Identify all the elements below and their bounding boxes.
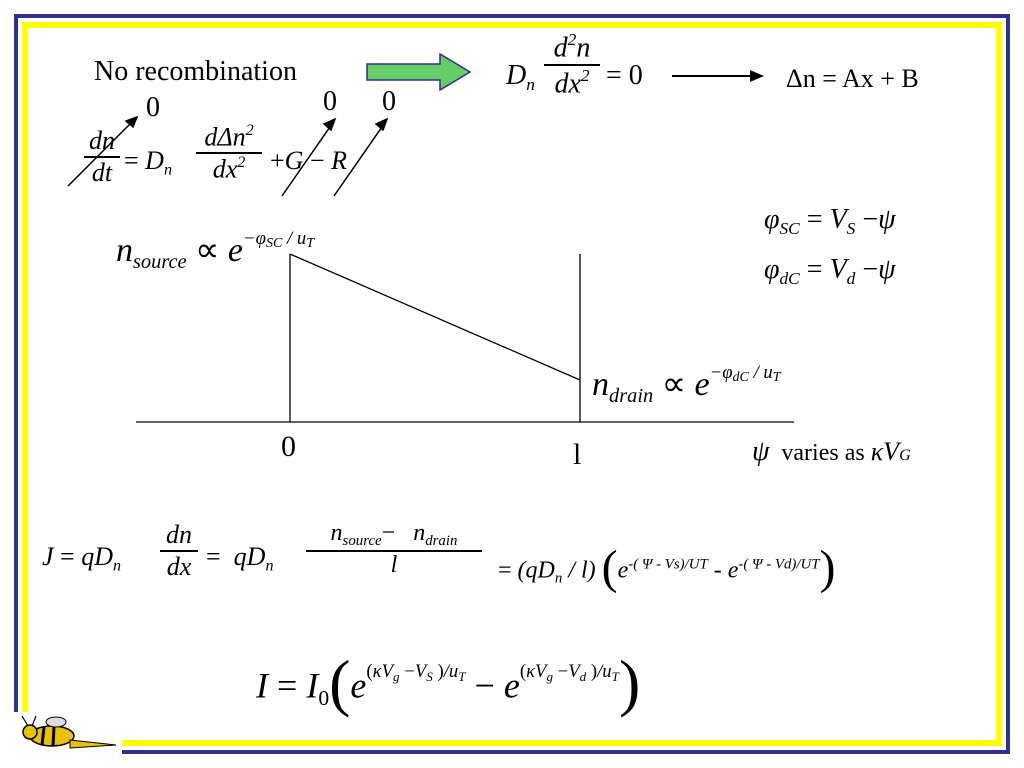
dn-dt-fraction: dn dt	[84, 126, 120, 188]
psi-varies-label: ψ varies as κVG	[752, 436, 911, 467]
n-difference-fraction: nsource− ndrain l	[306, 520, 482, 579]
j-equation-rhs: = (qDn / l) (e-( Ψ - Vs)/UT - e-( Ψ - Vd…	[498, 541, 836, 594]
axis-origin-label: 0	[281, 430, 296, 463]
zero-label-r: 0	[382, 86, 396, 117]
n-drain-expression: ndrain ∝ e−φdC / uT	[592, 362, 781, 407]
second-derivative-fraction: d2n dx2	[544, 30, 600, 100]
d-delta-n-fraction: dΔn2 dx2	[196, 122, 262, 184]
j-equation-lhs: J = qDn	[42, 542, 122, 575]
diffusion-coefficient: Dn	[506, 60, 535, 95]
j-equation-mid: = qDn	[206, 542, 274, 575]
zero-label-dn: 0	[146, 92, 160, 123]
n-source-expression: nsource ∝ e−φSC / uT	[116, 228, 314, 273]
bee-logo-icon	[12, 712, 122, 756]
no-recombination-label: No recombination	[94, 56, 297, 87]
equals-dn-term: = Dn	[124, 146, 173, 179]
phi-dc-equation: φdC = Vd −ψ	[764, 254, 896, 289]
zero-label-g: 0	[323, 86, 337, 117]
phi-sc-equation: φSC = VS −ψ	[764, 204, 896, 239]
dn-dx-fraction: dn dx	[160, 520, 198, 582]
varies-text: varies as	[781, 440, 865, 466]
delta-n-result: Δn = Ax + B	[786, 64, 919, 93]
generation-recombination: +G − R	[270, 146, 348, 175]
slide-frame-outer	[14, 14, 1010, 754]
equals-zero: = 0	[606, 60, 643, 91]
axis-l-label: l	[573, 438, 582, 471]
current-equation: I = I0(e(κVg −VS )/uT − e(κVg −Vd )/uT)	[256, 647, 641, 718]
slide-frame-inner	[22, 22, 1002, 746]
